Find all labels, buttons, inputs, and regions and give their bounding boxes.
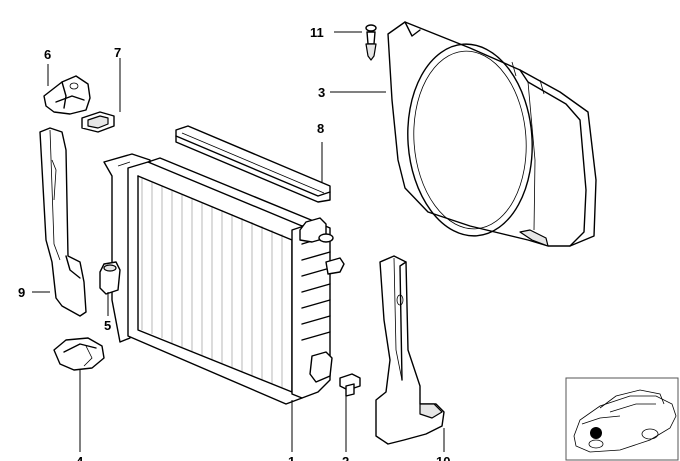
- lower-bracket: [53, 337, 105, 371]
- rubber-buffer: [99, 261, 121, 295]
- clip-pin: [365, 24, 377, 61]
- rubber-mount: [81, 111, 115, 133]
- label-part-7: 7: [114, 45, 121, 60]
- mount-bracket: [43, 75, 91, 115]
- label-part-10: 10: [436, 454, 450, 461]
- label-part-11: 11: [310, 25, 324, 40]
- position-dot-icon: [590, 427, 602, 439]
- leader-lines: [32, 31, 445, 452]
- radiator: [103, 153, 345, 405]
- label-part-2: 2: [342, 454, 349, 461]
- left-side-panel: [39, 127, 87, 317]
- fan-shroud: [387, 21, 597, 247]
- label-part-3: 3: [318, 85, 325, 100]
- bolt: [339, 373, 361, 397]
- label-part-5: 5: [104, 318, 111, 333]
- right-side-panel: [375, 255, 445, 445]
- part-labels: 11 3 6 7 8 9 5 4 1 2 10: [18, 25, 450, 461]
- vehicle-location-inset: [565, 377, 679, 461]
- rubber-strip: [175, 125, 331, 203]
- label-part-9: 9: [18, 285, 25, 300]
- label-part-4: 4: [76, 454, 84, 461]
- label-part-8: 8: [317, 121, 324, 136]
- label-part-6: 6: [44, 47, 51, 62]
- label-part-1: 1: [288, 454, 295, 461]
